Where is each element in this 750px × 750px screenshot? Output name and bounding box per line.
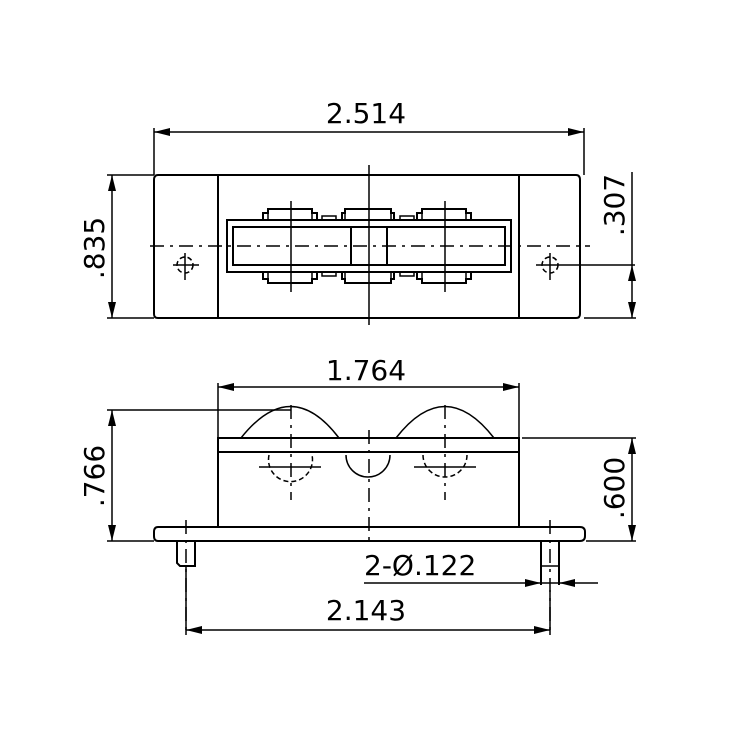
top-center-block [350,226,388,266]
dim-label-766: .766 [78,445,111,507]
dim-label-835: .835 [78,217,111,279]
top-base-plate-outline [153,174,581,319]
dim-top-hole-offset: .307 [584,172,636,319]
front-dome-left [240,405,340,439]
dim-top-overall-height: .835 [78,174,154,319]
front-view: 1.764 .766 .600 2-Ø.122 [78,354,636,635]
front-base-plate [153,526,586,542]
top-mounting-hole-left [173,253,199,280]
dim-label-2143: 2.143 [326,594,406,627]
top-bearing-left [262,201,318,292]
dim-front-body-height: .600 [522,437,636,542]
dim-label-hole-callout: 2-Ø.122 [364,549,476,582]
top-view: 2.514 .835 .307 [78,97,636,325]
dim-label-600: .600 [598,457,631,519]
dim-label-307: .307 [598,174,631,236]
top-bearing-center [341,208,395,284]
dim-hole-spacing: 2.143 [185,566,551,635]
front-hidden-bearing-right [414,405,476,500]
dim-top-overall-width: 2.514 [153,97,585,175]
dim-front-overall-height: .766 [78,409,291,542]
dim-front-body-width: 1.764 [217,354,520,438]
dim-hole-callout: 2-Ø.122 [364,549,598,587]
top-bearing-right [416,201,472,292]
dim-label-1764: 1.764 [326,354,406,387]
dim-label-2514: 2.514 [326,97,406,130]
front-hidden-bearing-left [259,405,321,500]
top-mounting-hole-right [536,253,635,280]
top-channel-outer [226,219,512,273]
front-hidden-bearing-center [345,430,391,545]
